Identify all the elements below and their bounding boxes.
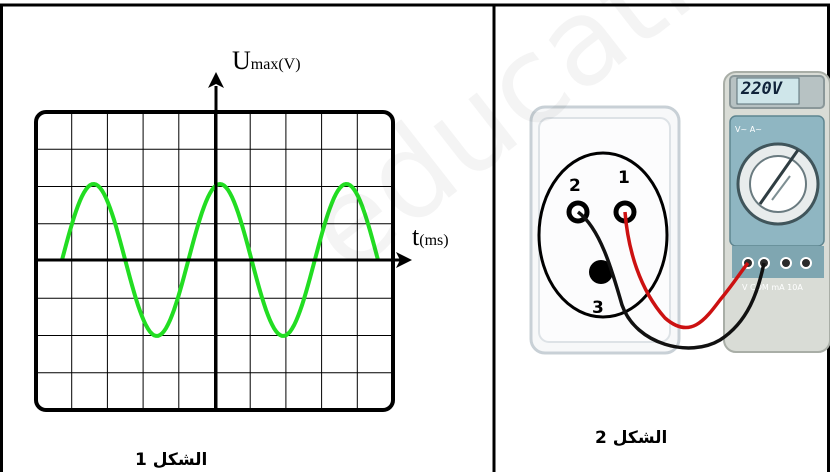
figure-2-caption: الشكل 2: [595, 428, 668, 448]
meter-jack-ma: [780, 257, 792, 269]
socket-hole-label-2: 2: [569, 176, 581, 196]
sine-waveform: [60, 181, 380, 338]
figure-1-caption: الشكل 1: [135, 450, 208, 470]
svg-text:V~ A~: V~ A~: [735, 125, 762, 134]
socket-face: [537, 151, 669, 319]
meter-display: [736, 77, 800, 105]
svg-text:V COM mA 10A: V COM mA 10A: [742, 283, 803, 292]
socket-hole-3: [589, 260, 613, 284]
x-axis-arrow-icon: [396, 252, 412, 268]
red-test-lead: [623, 211, 750, 330]
multimeter: V COM mA 10A V~ A~: [723, 71, 830, 353]
socket-hole-label-1: 1: [618, 168, 630, 188]
y-axis-unit: (V): [278, 56, 301, 73]
black-test-lead: [576, 210, 766, 350]
y-axis-label: Umax(V): [232, 46, 301, 75]
y-axis-subscript: max: [250, 56, 279, 73]
meter-reading: 220V: [741, 79, 782, 99]
socket-hole-label-3: 3: [592, 298, 604, 318]
meter-jack-10a: [800, 257, 812, 269]
y-axis-arrow-icon: [208, 72, 224, 88]
x-axis-label: t(ms): [412, 222, 449, 251]
wall-socket: 2 1 3: [529, 105, 681, 355]
x-axis-unit: (ms): [419, 232, 449, 249]
